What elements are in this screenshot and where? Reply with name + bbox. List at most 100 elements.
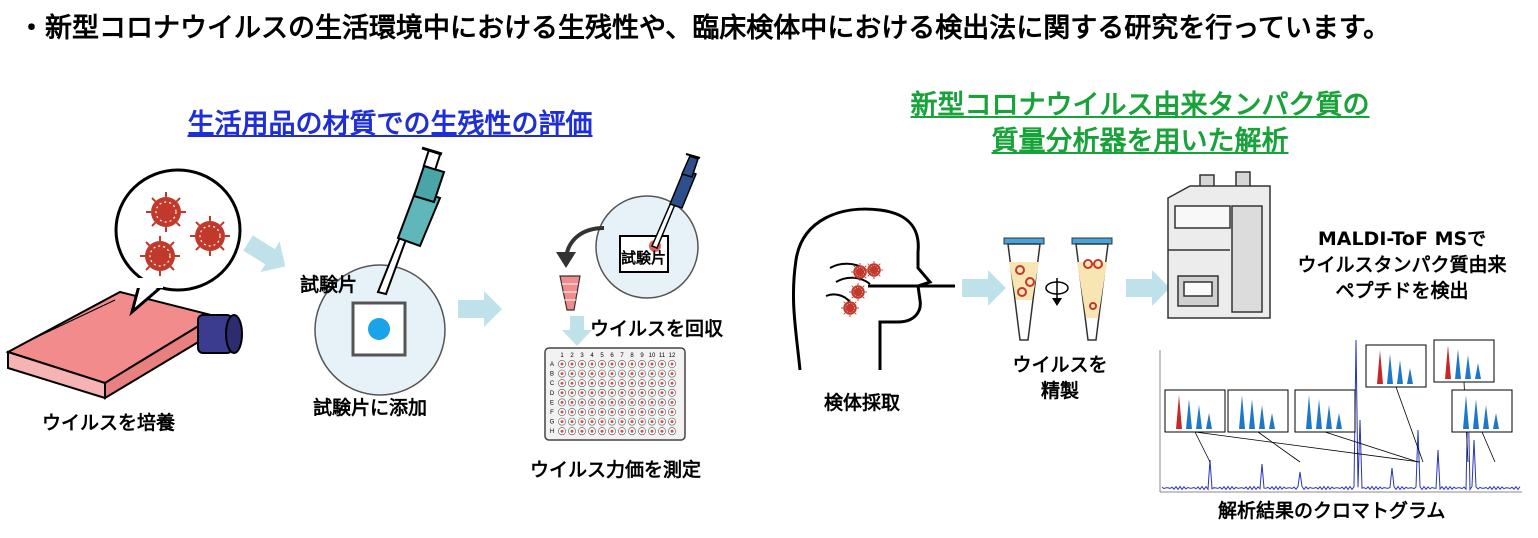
plate-well-sample (590, 429, 594, 433)
callout-peak (1269, 413, 1275, 429)
callout-peak (1306, 395, 1312, 429)
plate-well-sample (620, 391, 624, 395)
callout-peak (1336, 413, 1342, 429)
plate-well-sample (610, 372, 614, 376)
callout-peak (1407, 368, 1413, 384)
right-section-title: 新型コロナウイルス由来タンパク質の 質量分析器を用いた解析 (830, 88, 1450, 160)
label-purify-line1: ウイルスを (1012, 354, 1108, 376)
plate-well-sample (670, 372, 674, 376)
callout-peak (1445, 345, 1451, 379)
plate-well-sample (570, 410, 574, 414)
plate-well-sample (570, 429, 574, 433)
plate-well-sample (640, 391, 644, 395)
callout-box (1365, 344, 1427, 388)
plate-well-sample (670, 381, 674, 385)
right-title-line1: 新型コロナウイルス由来タンパク質の (910, 90, 1370, 121)
plate-well-sample (580, 362, 584, 366)
plate-well-sample (580, 400, 584, 404)
plate-well-sample (570, 362, 574, 366)
plate-well-sample (640, 372, 644, 376)
plate-row-label: B (550, 372, 554, 378)
label-sampling: 検体採取 (824, 392, 901, 414)
virus-icon (189, 215, 231, 257)
plate-col-label: 12 (669, 353, 676, 359)
callout-peak (1387, 354, 1393, 384)
plate-well-sample (580, 429, 584, 433)
plate-well-sample (640, 400, 644, 404)
plate-well-sample (660, 372, 664, 376)
plate-well-sample (630, 391, 634, 395)
plate-well-sample (580, 420, 584, 424)
plate-col-label: 3 (580, 353, 584, 359)
plate-row-label: C (550, 381, 555, 387)
callout-line (1194, 431, 1211, 463)
plate-well-sample (610, 362, 614, 366)
callout-box (1433, 339, 1495, 383)
plate-well-sample (670, 391, 674, 395)
plate-col-label: 5 (600, 353, 604, 359)
plate-well-sample (560, 400, 564, 404)
callout-box (1294, 389, 1356, 433)
plate-well-sample (560, 372, 564, 376)
callout-line (1481, 431, 1496, 463)
callout-peak (1259, 405, 1265, 429)
plate-well-sample (620, 400, 624, 404)
plate-well-sample (610, 429, 614, 433)
tube-icon (559, 275, 581, 311)
small-pipette-icon (651, 153, 701, 249)
rotate-arrow-icon (1045, 278, 1069, 306)
plate-row-label: E (550, 400, 554, 406)
plate-well-sample (600, 381, 604, 385)
left-section-title: 生活用品の材質での生残性の評価 (187, 109, 593, 140)
callout-peak (1249, 399, 1255, 429)
plate-col-label: 1 (560, 353, 564, 359)
label-chromatogram: 解析結果のクロマトグラム (1218, 500, 1446, 522)
plate-well-sample (650, 391, 654, 395)
plate-well-sample (570, 420, 574, 424)
plate-well-sample (640, 429, 644, 433)
label-recover: ウイルスを回収 (590, 318, 724, 340)
callout-line (1257, 431, 1301, 463)
plate-well-sample (640, 420, 644, 424)
plate-well-sample (670, 429, 674, 433)
plate-well-sample (610, 400, 614, 404)
plate-well-sample (600, 362, 604, 366)
plate-col-label: 4 (590, 353, 594, 359)
plate-well-sample (590, 400, 594, 404)
plate-well-sample (600, 400, 604, 404)
plate-row-label: H (550, 429, 554, 435)
culture-flask (5, 290, 243, 400)
centrifuge-tube-icon (1071, 237, 1113, 341)
plate-well-sample (580, 381, 584, 385)
label-test-piece-small: 試験片 (621, 249, 667, 267)
plate-col-label: 8 (630, 353, 634, 359)
plate-well-sample (670, 420, 674, 424)
plate-well-sample (630, 429, 634, 433)
callout-peak (1326, 405, 1332, 429)
plate-col-label: 2 (570, 353, 574, 359)
plate-well-sample (630, 372, 634, 376)
plate-well-sample (580, 391, 584, 395)
plate-well-sample (560, 429, 564, 433)
callout-peak (1475, 363, 1481, 379)
label-ms-line1: MALDI-ToF MSで (1317, 228, 1487, 250)
plate-well-sample (660, 410, 664, 414)
plate-well-sample (590, 420, 594, 424)
chromatogram (1159, 339, 1522, 493)
plate-well-sample (590, 372, 594, 376)
plate-well-sample (630, 362, 634, 366)
plate-well-sample (600, 391, 604, 395)
plate-well-sample (560, 391, 564, 395)
label-ms-line3: ペプチドを検出 (1335, 280, 1469, 302)
plate-well-sample (640, 381, 644, 385)
plate-well-sample (560, 410, 564, 414)
plate-well-sample (600, 372, 604, 376)
label-test-piece: 試験片 (300, 274, 358, 296)
label-purify: ウイルスを 精製 (1000, 352, 1120, 404)
plate-well-sample (560, 381, 564, 385)
arrow-to-recover (458, 291, 502, 327)
callout-peak (1176, 395, 1182, 429)
plate-row-label: A (550, 362, 554, 368)
